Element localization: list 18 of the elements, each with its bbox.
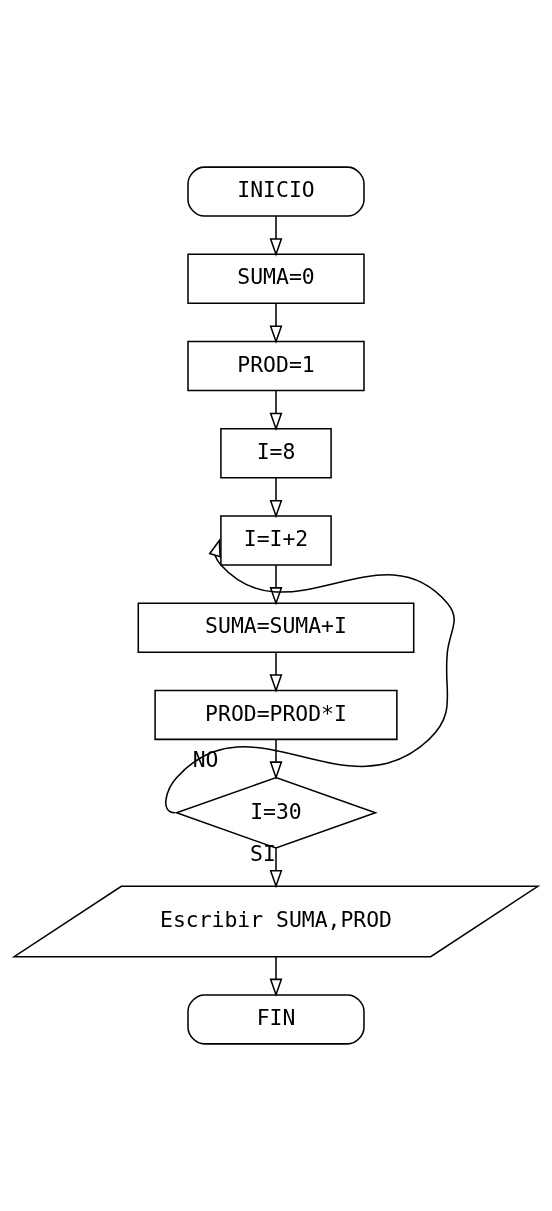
arrow xyxy=(269,389,283,432)
arrow xyxy=(269,477,283,519)
arrow xyxy=(269,955,283,997)
arrow xyxy=(269,651,283,693)
arrow xyxy=(269,302,283,344)
node-box: INICIO xyxy=(187,166,365,217)
node-box: SUMA=0 xyxy=(187,253,365,305)
arrow xyxy=(269,564,283,606)
arrow xyxy=(269,738,283,780)
arrow xyxy=(269,847,283,889)
node-box: PROD=PROD*I xyxy=(154,689,398,741)
node-box: I=I+2 xyxy=(220,515,332,566)
node-box: PROD=1 xyxy=(187,340,365,392)
node-box: SUMA=SUMA+I xyxy=(137,602,415,653)
edge-label: NO xyxy=(192,747,219,773)
arrow xyxy=(269,215,283,257)
node-box: FIN xyxy=(187,994,365,1045)
node-box: I=8 xyxy=(220,428,332,479)
